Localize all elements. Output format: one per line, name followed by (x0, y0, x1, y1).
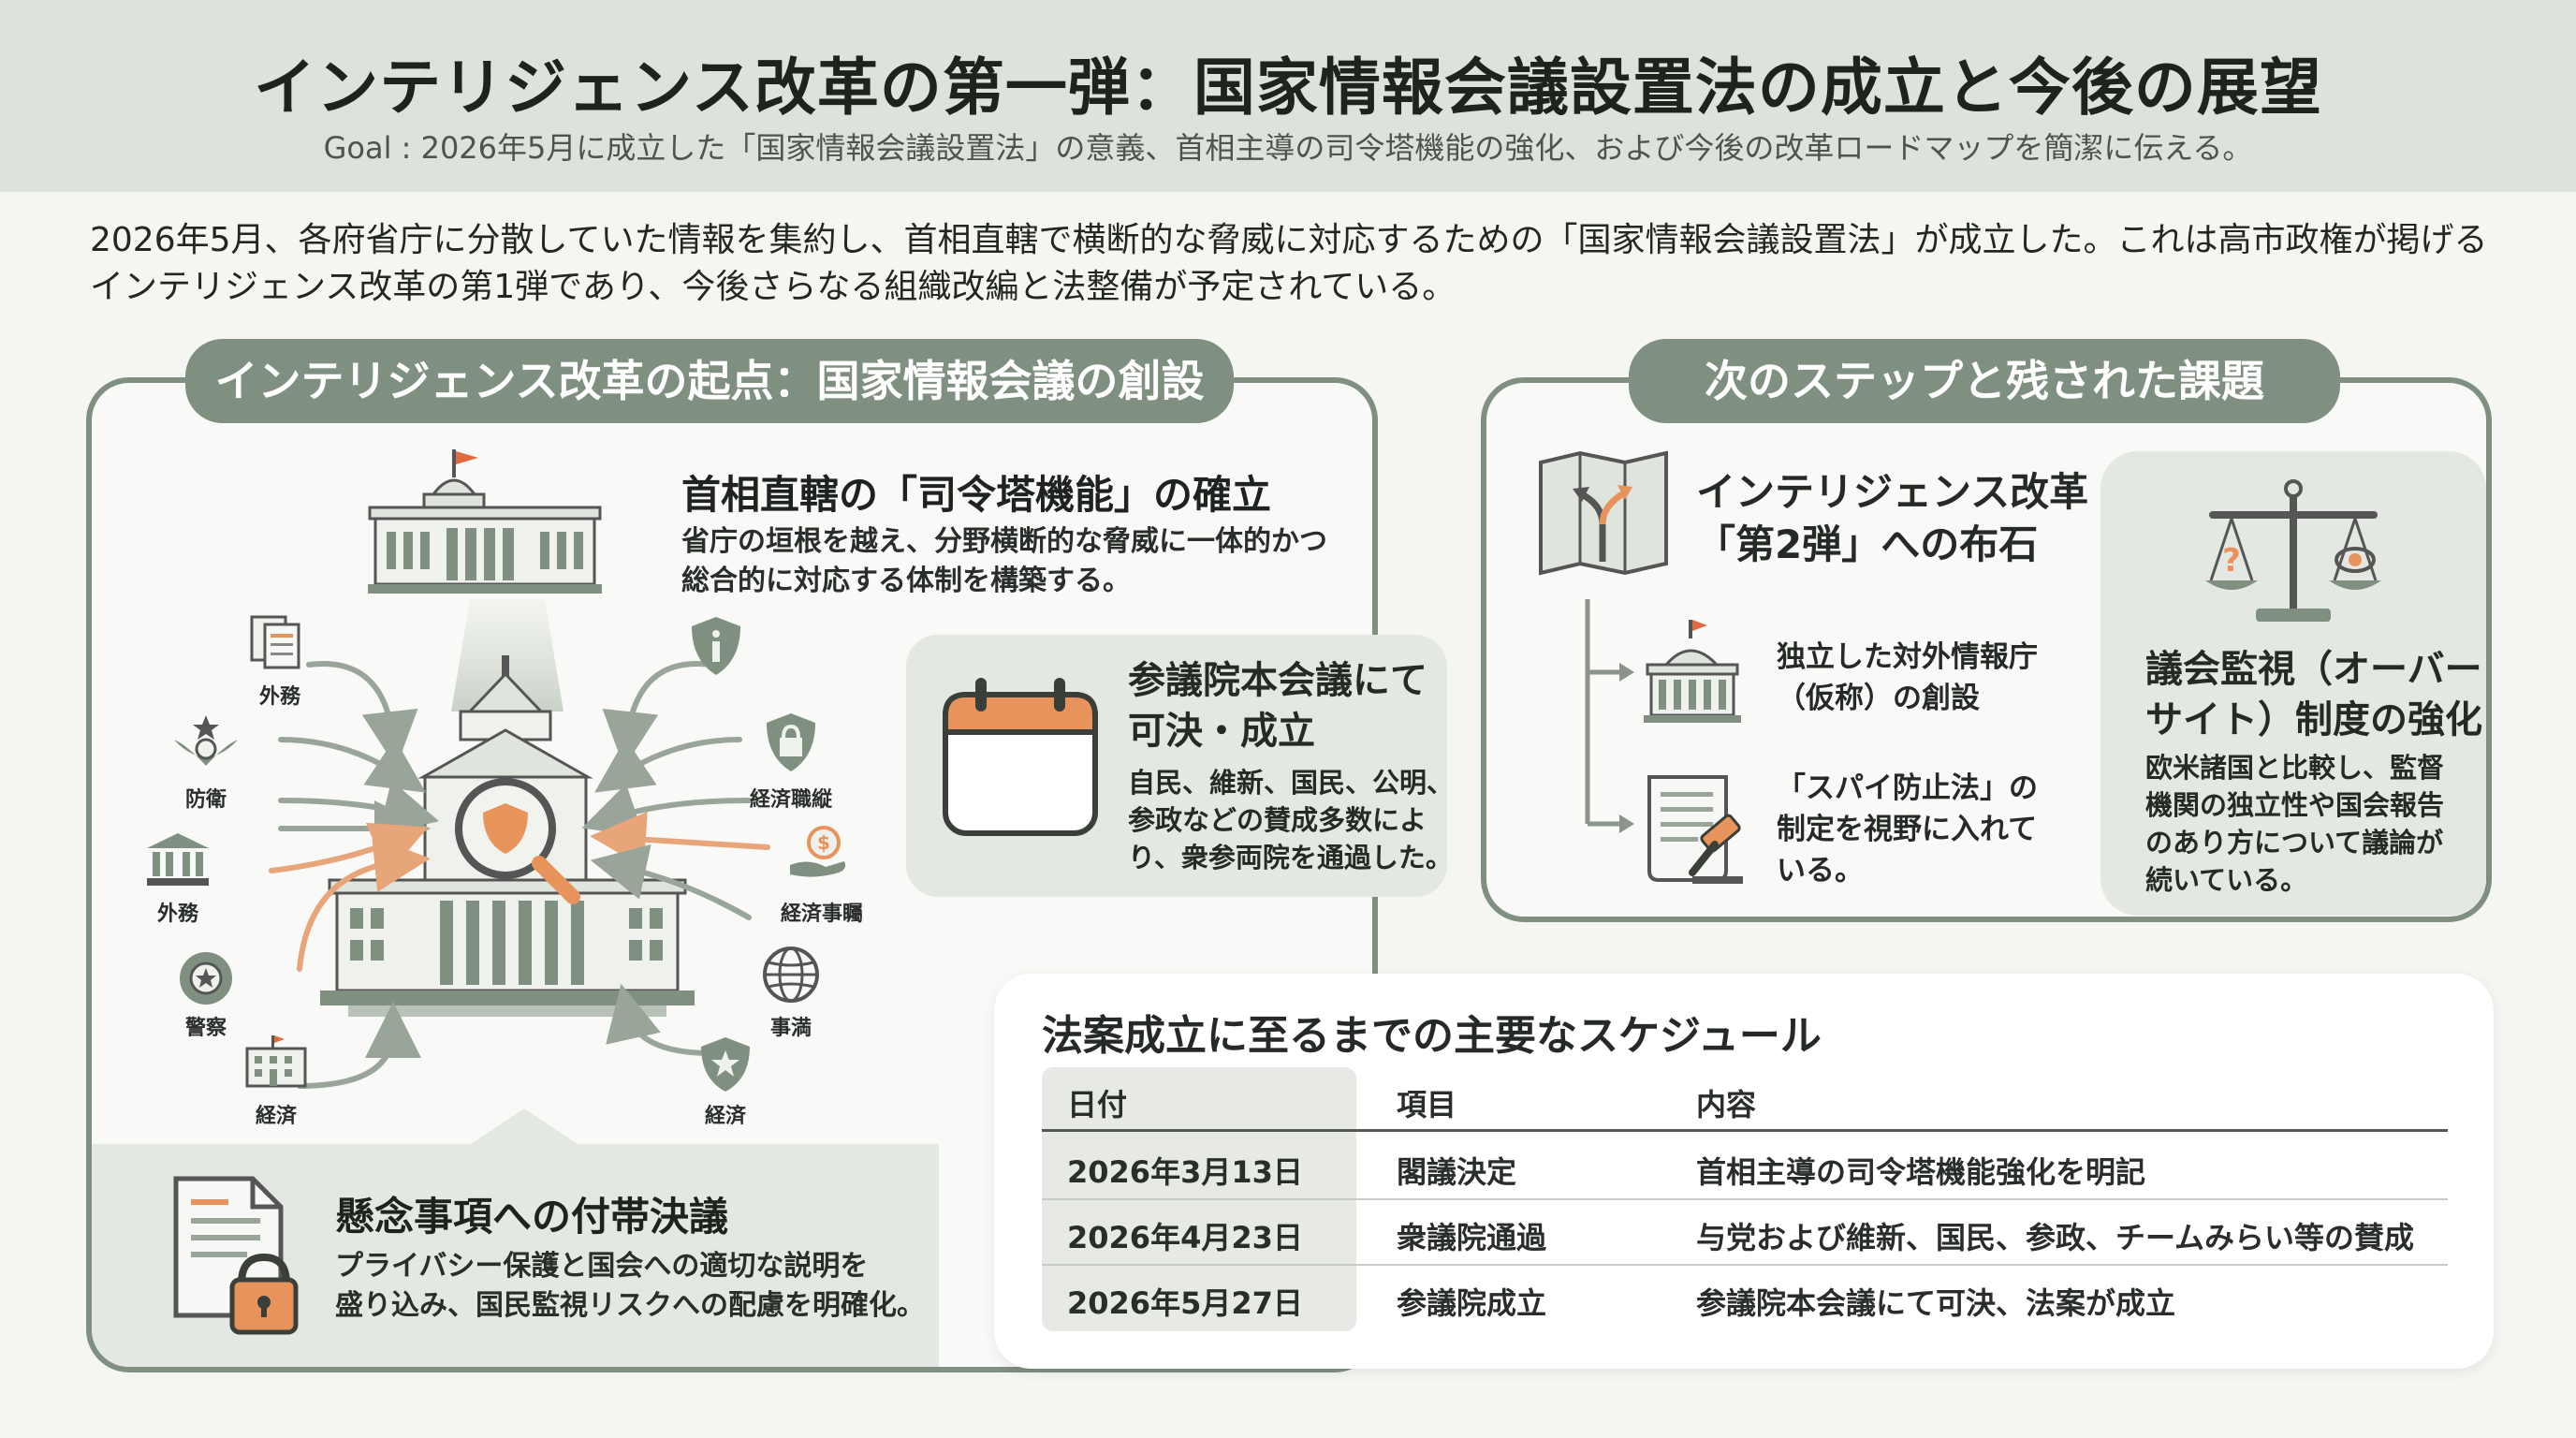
oversight-title-line-1: 議会監視（オーバー (2145, 648, 2482, 691)
ministry-label-7: 経済事矚 (780, 902, 863, 926)
government-building-icon (147, 833, 209, 886)
info-shield-icon (692, 617, 740, 675)
oversight-desc: 欧米諸国と比較し、監督 機関の独立性や国会報告 のあり方について議論が 続いてい… (2145, 749, 2444, 899)
command-desc: 省庁の垣根を越え、分野横断的な脅威に一体的かつ 総合的に対応する体制を構築する。 (681, 522, 1327, 601)
schedule-row-divider (1042, 1264, 2448, 1266)
office-building-icon (245, 1035, 307, 1088)
globe-icon (763, 946, 819, 1003)
svg-text:?: ? (2222, 542, 2241, 580)
step-anti-spy-law: 「スパイ防止法」の 制定を視野に入れて いる。 (1777, 768, 2038, 891)
intro-line-1: 2026年5月、各府省庁に分散していた情報を集約し、首相直轄で横断的な脅威に対応… (90, 221, 2488, 259)
oversight-desc-line-2: 機関の独立性や国会報告 (2145, 789, 2445, 821)
oversight-title-line-2: サイト）制度の強化 (2145, 698, 2482, 741)
ministry-label-6: 経済職縦 (749, 788, 832, 812)
schedule-row-3-content: 参議院本会議にて可決、法案が成立 (1696, 1285, 2176, 1321)
vote-desc: 自民、維新、国民、公明、 参政などの賛成多数によ り、衆参両院を通過した。 (1128, 764, 1454, 876)
step2-line-2: 制定を視野に入れて (1777, 813, 2038, 846)
intro-text: 2026年5月、各府省庁に分散していた情報を集約し、首相直轄で横断的な脅威に対応… (90, 217, 2505, 311)
intro-line-2: インテリジェンス改革の第1弾であり、今後さらなる組織改編と法整備が予定されている… (90, 268, 1456, 306)
step1-line-2: （仮称）の創設 (1777, 682, 1980, 715)
vote-title: 参議院本会議にて 可決・成立 (1128, 655, 1427, 756)
agency-building-icon (1644, 620, 1741, 723)
page-goal: Goal : 2026年5月に成立した「国家情報会議設置法」の意義、首相主導の司… (323, 130, 2253, 166)
vote-title-line-2: 可決・成立 (1128, 710, 1315, 753)
step1-line-1: 独立した対外情報庁 (1777, 640, 2038, 674)
command-desc-line-1: 省庁の垣根を越え、分野横断的な脅威に一体的かつ (681, 525, 1327, 558)
oversight-title: 議会監視（オーバー サイト）制度の強化 (2145, 644, 2482, 745)
resolution-title: 懸念事項への付帯決議 (335, 1194, 729, 1240)
schedule-row-2-date: 2026年4月23日 (1067, 1220, 1303, 1255)
resolution-desc-line-1: プライバシー保護と国会への適切な説明を (335, 1250, 869, 1283)
ministry-label-3: 外務 (156, 902, 198, 926)
lock-shield-icon (767, 713, 815, 771)
roadmap-icon (1539, 450, 1668, 576)
step-foreign-agency: 独立した対外情報庁 （仮称）の創設 (1777, 637, 2038, 719)
converging-arrows (269, 661, 770, 1089)
page-title: インテリジェンス改革の第一弾：国家情報会議設置法の成立と今後の展望 (254, 51, 2322, 124)
vote-desc-line-3: り、衆参両院を通過した。 (1128, 842, 1453, 873)
step2-line-3: いる。 (1777, 854, 1864, 888)
oversight-desc-line-1: 欧米諸国と比較し、監督 (2145, 752, 2445, 784)
schedule-title: 法案成立に至るまでの主要なスケジュール (1042, 1012, 1822, 1060)
ministry-label-4: 警察 (184, 1017, 227, 1040)
schedule-row-3-item: 参議院成立 (1397, 1285, 1547, 1321)
branch-connector (1585, 599, 1634, 833)
schedule-row-divider (1042, 1198, 2448, 1200)
police-badge-icon (180, 952, 232, 1005)
scroll-gavel-icon (1647, 775, 1743, 884)
step2-line-1: 「スパイ防止法」の (1777, 771, 2038, 805)
defense-emblem-icon (174, 715, 238, 766)
reform-title-line-1: インテリジェンス改革 (1696, 469, 2089, 515)
coin-hand-icon: $ (790, 826, 846, 877)
ministry-label-5: 経済 (255, 1105, 297, 1128)
left-panel-pill: インテリジェンス改革の起点：国家情報会議の創設 (185, 339, 1234, 423)
svg-text:$: $ (817, 831, 830, 854)
schedule-header-content: 内容 (1696, 1087, 1757, 1123)
balance-scale-icon: ? (2205, 479, 2381, 622)
ministry-label-1: 外務 (258, 685, 300, 709)
reform-title: インテリジェンス改革 「第2弾」への布石 (1696, 466, 2088, 571)
resolution-desc: プライバシー保護と国会への適切な説明を 盛り込み、国民監視リスクへの配慮を明確化… (335, 1247, 925, 1326)
resolution-notch (468, 1108, 580, 1146)
schedule-row-1-date: 2026年3月13日 (1067, 1154, 1303, 1190)
oversight-desc-line-4: 続いている。 (2145, 864, 2308, 896)
header-band (0, 0, 2576, 192)
document-lock-icon (173, 1176, 299, 1335)
schedule-header-item: 項目 (1397, 1087, 1457, 1123)
schedule-row-1-content: 首相主導の司令塔機能強化を明記 (1696, 1154, 2146, 1190)
command-title: 首相直轄の「司令塔機能」の確立 (681, 472, 1272, 518)
vote-desc-line-2: 参政などの賛成多数によ (1128, 804, 1427, 836)
resolution-desc-line-2: 盛り込み、国民監視リスクへの配慮を明確化。 (335, 1289, 925, 1322)
schedule-header-date: 日付 (1067, 1087, 1128, 1123)
documents-icon (250, 615, 300, 669)
schedule-row-3-date: 2026年5月27日 (1067, 1285, 1303, 1321)
ministry-label-8: 事満 (769, 1017, 812, 1040)
reform-title-line-2: 「第2弾」への布石 (1696, 521, 2039, 567)
schedule-row-2-content: 与党および維新、国民、参政、チームみらい等の賛成 (1696, 1220, 2415, 1255)
vote-title-line-1: 参議院本会議にて (1128, 659, 1427, 702)
schedule-row-1-item: 閣議決定 (1397, 1154, 1517, 1190)
calendar-icon (943, 678, 1098, 836)
right-panel-pill: 次のステップと残された課題 (1629, 339, 2340, 423)
ministry-label-2: 防衛 (184, 788, 227, 812)
command-desc-line-2: 総合的に対応する体制を構築する。 (681, 565, 1131, 597)
capitol-building-icon (368, 449, 602, 594)
oversight-desc-line-3: のあり方について議論が (2145, 827, 2444, 858)
vote-desc-line-1: 自民、維新、国民、公明、 (1128, 767, 1455, 799)
ministry-label-9: 経済 (704, 1105, 746, 1128)
schedule-header-divider (1042, 1129, 2448, 1132)
schedule-row-2-item: 衆議院通過 (1397, 1220, 1547, 1255)
star-shield-icon (701, 1037, 750, 1092)
